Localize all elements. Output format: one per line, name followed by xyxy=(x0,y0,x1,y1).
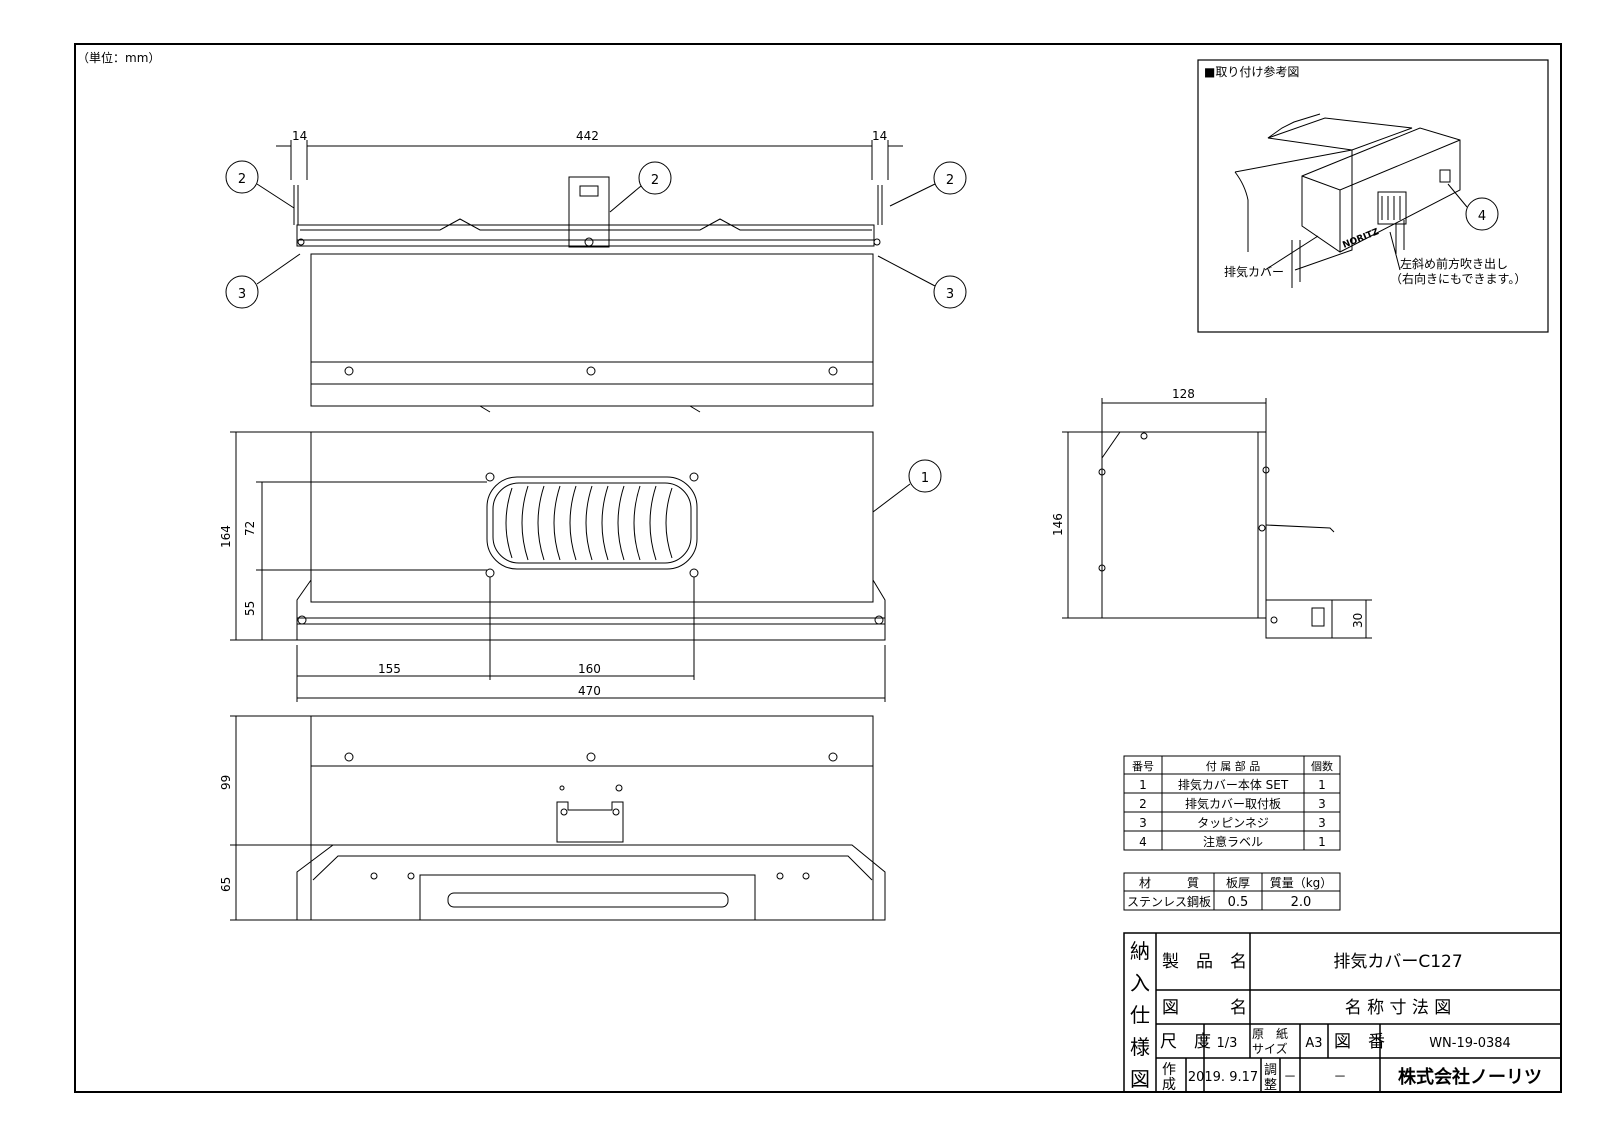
parts-row-3-qty: 3 xyxy=(1318,816,1326,830)
title-side-5: 図 xyxy=(1130,1067,1150,1091)
unit-note: （単位：mm） xyxy=(77,50,160,65)
parts-header-qty: 個数 xyxy=(1311,760,1333,773)
bottom-view xyxy=(230,715,886,921)
drawing-name: 名 称 寸 法 図 xyxy=(1345,998,1452,1018)
created-date: 2019. 9.17 xyxy=(1188,1070,1258,1085)
company-name: 株式会社ノーリツ xyxy=(1398,1066,1542,1088)
parts-header-no: 番号 xyxy=(1132,760,1154,773)
dim-top-right: 14 xyxy=(872,129,887,143)
front-view xyxy=(230,431,942,702)
side-view xyxy=(1062,398,1372,639)
parts-row-1-qty: 1 xyxy=(1318,778,1326,792)
parts-row-1-no: 1 xyxy=(1139,778,1147,792)
dim-total-width: 470 xyxy=(578,684,601,698)
dim-front-height: 164 xyxy=(219,525,233,548)
product-name-label: 製 品 名 xyxy=(1162,952,1247,972)
callout-2-center: 2 xyxy=(651,173,659,188)
parts-table xyxy=(1123,755,1341,851)
dim-side-height: 146 xyxy=(1051,513,1065,536)
callout-3-left: 3 xyxy=(238,287,246,302)
parts-row-2-qty: 3 xyxy=(1318,797,1326,811)
material-header-mass: 質量（kg） xyxy=(1270,875,1333,890)
title-side-1: 納 xyxy=(1130,939,1150,963)
title-side-2: 入 xyxy=(1130,971,1150,995)
product-name: 排気カバーC127 xyxy=(1333,952,1462,972)
install-brand-mark: NORITZ xyxy=(1341,227,1381,251)
install-reference-box xyxy=(1197,59,1549,333)
created-label-1: 作 xyxy=(1162,1062,1176,1078)
adjust-value: － xyxy=(1283,1070,1296,1085)
callout-3-right: 3 xyxy=(946,287,954,302)
parts-row-3-no: 3 xyxy=(1139,816,1147,830)
paper-label-2: サイズ xyxy=(1252,1041,1288,1056)
parts-row-4-no: 4 xyxy=(1139,835,1147,849)
drawing-no: WN-19-0384 xyxy=(1429,1036,1511,1051)
parts-row-4-qty: 1 xyxy=(1318,835,1326,849)
dim-bottom-lower: 65 xyxy=(219,877,233,892)
dim-base-height: 55 xyxy=(243,601,257,616)
install-label-direction-2: （右向きにもできます。） xyxy=(1390,271,1526,286)
parts-row-1-part: 排気カバー本体 SET xyxy=(1178,777,1289,792)
adjust-label-1: 調 xyxy=(1264,1063,1277,1078)
top-view xyxy=(276,140,903,413)
drawing-name-label: 図 名 xyxy=(1162,998,1247,1018)
install-sketch xyxy=(1234,113,1499,288)
created-label-2: 成 xyxy=(1162,1077,1176,1093)
drawing-no-label: 図 番 xyxy=(1334,1032,1385,1052)
parts-row-3-part: タッピンネジ xyxy=(1197,816,1269,830)
dim-top-width: 442 xyxy=(576,129,599,143)
callout-1: 1 xyxy=(921,471,929,486)
dim-vent-height: 72 xyxy=(243,521,257,536)
material-header-thickness: 板厚 xyxy=(1226,876,1250,890)
dim-hole-spacing: 160 xyxy=(578,662,601,676)
material-value-mass: 2.0 xyxy=(1291,895,1312,910)
callout-2-left: 2 xyxy=(238,172,246,187)
parts-row-4-part: 注意ラベル xyxy=(1203,834,1263,849)
paper-size: A3 xyxy=(1305,1036,1322,1051)
callouts-top xyxy=(225,160,967,309)
material-table xyxy=(1123,872,1341,911)
dim-left-offset: 155 xyxy=(378,662,401,676)
title-side-3: 仕 xyxy=(1130,1003,1150,1027)
adjust-value-2: － xyxy=(1333,1070,1346,1085)
parts-header-part: 付 属 部 品 xyxy=(1206,759,1261,773)
install-callout-4: 4 xyxy=(1478,209,1486,224)
install-label-direction-1: 左斜め前方吹き出し xyxy=(1400,256,1508,271)
dim-side-depth: 128 xyxy=(1172,387,1195,401)
drawing-frame xyxy=(74,43,1562,1093)
material-value-material: ステンレス鋼板 xyxy=(1127,895,1211,909)
vent-slats xyxy=(505,485,673,561)
scale-label: 尺 度 xyxy=(1160,1032,1211,1052)
material-header-material: 材 質 xyxy=(1139,875,1199,890)
title-side-4: 様 xyxy=(1130,1035,1150,1059)
paper-label-1: 原 紙 xyxy=(1252,1026,1288,1041)
dim-side-bracket: 30 xyxy=(1351,613,1365,628)
scale-value: 1/3 xyxy=(1217,1036,1238,1051)
install-reference-title: ■取り付け参考図 xyxy=(1204,64,1299,79)
dim-top-left: 14 xyxy=(292,129,307,143)
install-label-cover: 排気カバー xyxy=(1224,264,1284,279)
callout-2-right: 2 xyxy=(946,173,954,188)
adjust-label-2: 整 xyxy=(1264,1078,1277,1093)
material-value-thickness: 0.5 xyxy=(1228,895,1249,910)
parts-row-2-part: 排気カバー取付板 xyxy=(1185,796,1281,811)
title-block xyxy=(1123,932,1562,1093)
dim-bottom-upper: 99 xyxy=(219,775,233,790)
parts-row-2-no: 2 xyxy=(1139,797,1147,811)
